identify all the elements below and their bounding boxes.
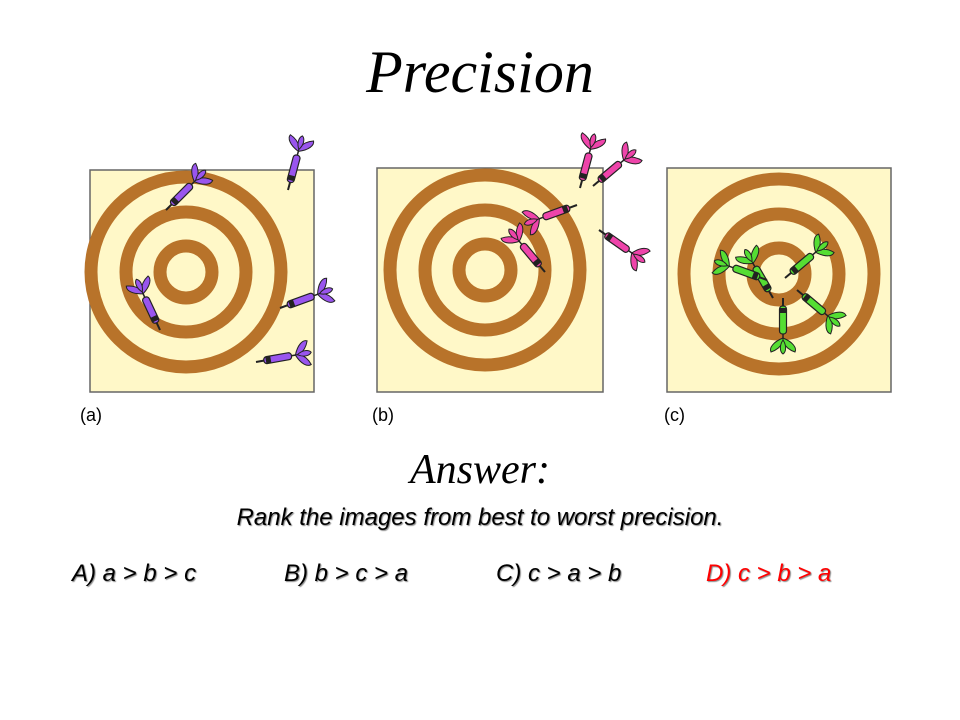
dart-icon: [578, 132, 607, 189]
target-rings: [677, 172, 881, 376]
dart-group-b: [500, 132, 651, 273]
dart-icon: [125, 275, 161, 331]
dart-icon: [770, 298, 796, 355]
target-rings: [383, 168, 587, 372]
dart-icon: [592, 141, 643, 187]
dart-icon: [784, 233, 835, 279]
dart-icon: [796, 289, 847, 335]
target-board-b: [376, 132, 651, 393]
target-rings: [84, 170, 288, 374]
dart-icon: [500, 222, 546, 273]
dart-icon: [165, 162, 214, 211]
question-text: Rank the images from best to worst preci…: [236, 504, 724, 531]
caption-b: (b): [372, 405, 394, 425]
caption-a: (a): [80, 405, 102, 425]
dart-group-c: [711, 233, 847, 355]
dart-icon: [521, 204, 578, 236]
option-a[interactable]: A) a > b > c: [72, 560, 197, 587]
target-board-a: [84, 134, 336, 393]
answer-label: Answer:: [410, 447, 550, 493]
board-background: [666, 167, 892, 393]
page-title: Precision: [366, 39, 594, 105]
option-c[interactable]: C) c > a > b: [496, 560, 622, 587]
target-board-c: [666, 167, 892, 393]
dart-icon: [255, 340, 312, 366]
dart-icon: [598, 229, 651, 272]
dart-icon: [279, 277, 336, 309]
dart-group-a: [125, 134, 336, 366]
option-d[interactable]: D) c > b > a: [706, 560, 832, 587]
option-b[interactable]: B) b > c > a: [284, 560, 409, 587]
caption-c: (c): [664, 405, 685, 425]
dart-icon: [286, 134, 315, 191]
dart-icon: [711, 249, 768, 281]
